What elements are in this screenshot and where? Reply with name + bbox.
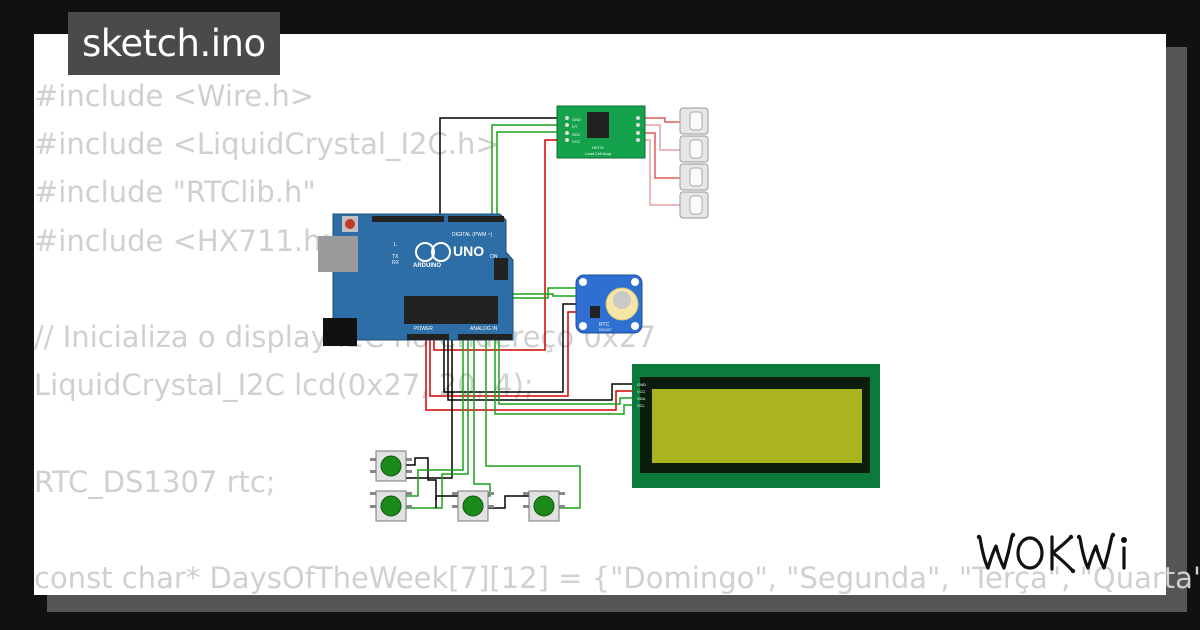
wire-btn-gnd [405,340,453,479]
wire-btn1-gnd [405,457,437,500]
code-line: const char* DaysOfTheWeek[7][12] = {"Dom… [34,560,1200,595]
hx711-pin-dt: DT [572,124,578,129]
arduino-model-label: UNO [453,243,484,259]
lcd-screen [652,389,862,463]
wokwi-logo [976,532,1127,574]
code-line: RTC_DS1307 rtc; [34,464,276,499]
wire-sck [491,124,560,216]
power-jack [323,318,357,346]
code-line: #include <LiquidCrystal_I2C.h> [34,127,500,162]
analog-label: ANALOG IN [470,326,498,332]
rtc-chip [590,306,600,318]
wire-btn4 [485,340,581,509]
on-led-label: ON [490,254,498,260]
load-cell-2[interactable] [679,135,709,163]
power-label: POWER [414,326,433,332]
code-preview: #include <Wire.h> #include <LiquidCrystal… [34,72,1200,602]
wire-cell3 [644,132,682,179]
push-button-4[interactable] [523,490,565,522]
hx711-name: HX711 [592,145,605,150]
wire-btn-gnd3 [485,495,530,509]
wire-cell1 [644,117,682,123]
wire-rtc-gnd [443,303,580,393]
wire-hx-vcc [433,139,560,351]
hx711-module[interactable]: GND DT SCK VCC HX711 Load Cell Amp [556,105,646,159]
l-led-label: L [394,242,397,248]
load-cells [679,107,709,219]
wire-cell2 [644,124,682,151]
tx-led-label: TX [392,254,399,260]
load-cell-4[interactable] [679,191,709,219]
wire-lcd-gnd [447,340,636,401]
arduino-brand-label: ARDUINO [413,263,441,269]
code-line: #include <Wire.h> [34,79,315,113]
digital-header-label: DIGITAL (PWM ~) [452,232,492,238]
wire-btn2 [405,340,469,509]
lcd-pin-vcc: VCC [637,389,646,394]
wire-btn3 [473,340,491,497]
hx711-chip [587,112,609,138]
lcd-pin-scl: SCL [637,403,646,408]
push-button-3[interactable] [452,490,494,522]
hx711-pin-vcc: VCC [572,139,581,144]
hx711-pin-sck: SCK [572,132,581,137]
lcd-pin-gnd: GND [637,382,646,387]
arduino-logo-icon [415,242,435,262]
project-title: sketch.ino [68,12,280,75]
power-header [407,334,449,340]
atmega-chip [404,296,498,324]
hx711-pin-gnd: GND [572,117,581,122]
rtc-ds1307-module[interactable]: RTC DS1307 [575,274,643,334]
wire-lcd-sda [498,340,636,405]
rtc-label: RTC [599,322,610,328]
push-button-2[interactable] [370,490,412,522]
digital-header-right [448,216,504,222]
digital-header-left [372,216,444,222]
push-button-1[interactable] [370,450,412,482]
wire-btn-gnd2 [435,495,458,508]
load-cell-1[interactable] [679,107,709,135]
icsp-header [494,258,508,280]
rx-led-label: RX [392,260,400,266]
load-cell-3[interactable] [679,163,709,191]
wire-btn1 [405,340,464,497]
arduino-uno-board[interactable]: UNO ARDUINO DIGITAL (PWM ~) ON TX RX L P… [318,213,514,346]
wire-cell4 [644,139,682,206]
analog-header [458,334,512,340]
wire-dt [496,131,560,216]
code-line: #include <HX711.h> [34,223,346,258]
hx711-subtitle: Load Cell Amp [585,151,612,156]
wire-lcd-vcc [425,340,636,411]
code-line: #include "RTClib.h" [34,175,316,210]
usb-port [318,236,358,272]
wire-rtc-vcc [429,311,580,397]
lcd-pin-sda: SDA [637,396,646,401]
rtc-sublabel: DS1307 [599,328,612,332]
wire-lcd-scl [494,340,636,415]
lcd-display[interactable]: GND VCC SDA SCL [632,364,880,488]
